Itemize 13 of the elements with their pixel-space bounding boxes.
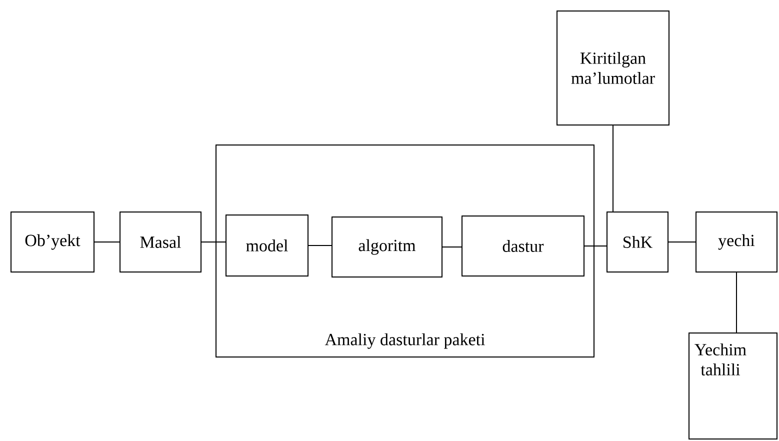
process-box: Yechim tahlili bbox=[688, 332, 778, 440]
process-box: Kiritilgan ma’lumotlar bbox=[556, 10, 670, 126]
process-box: ShK bbox=[606, 212, 668, 272]
process-box: dastur bbox=[462, 216, 584, 276]
process-box: yechi bbox=[696, 212, 778, 272]
connector-line bbox=[308, 245, 332, 246]
connector-line bbox=[442, 246, 462, 248]
connector-line bbox=[612, 125, 614, 212]
process-box: algoritm bbox=[332, 216, 442, 278]
process-box: Ob’yekt bbox=[10, 212, 94, 272]
process-box: Masal bbox=[120, 212, 202, 272]
connector-line bbox=[736, 272, 737, 333]
process-box: model bbox=[226, 214, 308, 276]
